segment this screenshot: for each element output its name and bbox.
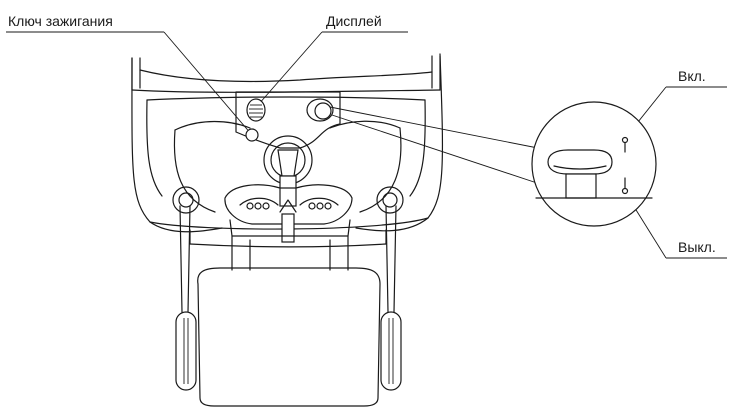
- display-module: [235, 91, 341, 149]
- central-joystick: [224, 135, 353, 243]
- off-callout: Выкл.: [627, 196, 727, 259]
- dashboard-housing: [131, 53, 444, 248]
- zoom-connector-lines: [329, 106, 549, 185]
- display-label: Дисплей: [326, 13, 382, 29]
- ignition-key-callout: Ключ зажигания: [6, 13, 253, 136]
- ignition-key-label: Ключ зажигания: [8, 13, 113, 29]
- switch-detail-magnifier: [531, 101, 657, 227]
- display-callout: Дисплей: [257, 13, 408, 106]
- off-label: Выкл.: [678, 239, 716, 255]
- on-label: Вкл.: [678, 68, 706, 84]
- right-lever-grip: [380, 311, 402, 391]
- right-lever: [376, 186, 404, 391]
- left-lever: [172, 186, 200, 391]
- ignition-key-slot: [245, 128, 259, 142]
- display-screen: [246, 98, 266, 122]
- left-lever-grip: [175, 311, 197, 391]
- seat-base: [197, 235, 381, 407]
